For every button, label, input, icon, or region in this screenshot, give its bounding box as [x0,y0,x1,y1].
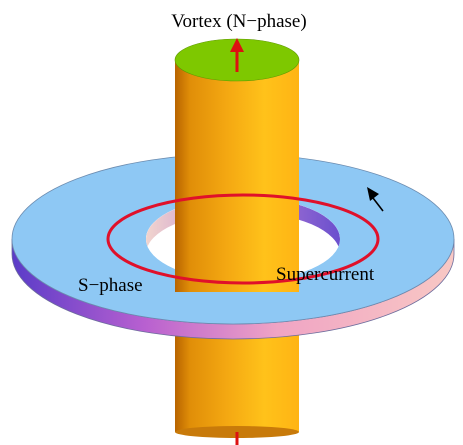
circulation-arrow-shaft [372,197,384,212]
vortex-label: Vortex (N−phase) [171,11,306,32]
s-phase-label: S−phase [78,275,143,296]
supercurrent-ring [106,193,380,285]
supercurrent-label: Supercurrent [276,264,375,285]
circulation-arrow-head [367,187,379,201]
vortex-arrow-head [230,38,244,52]
cylinder-upper [175,60,299,292]
